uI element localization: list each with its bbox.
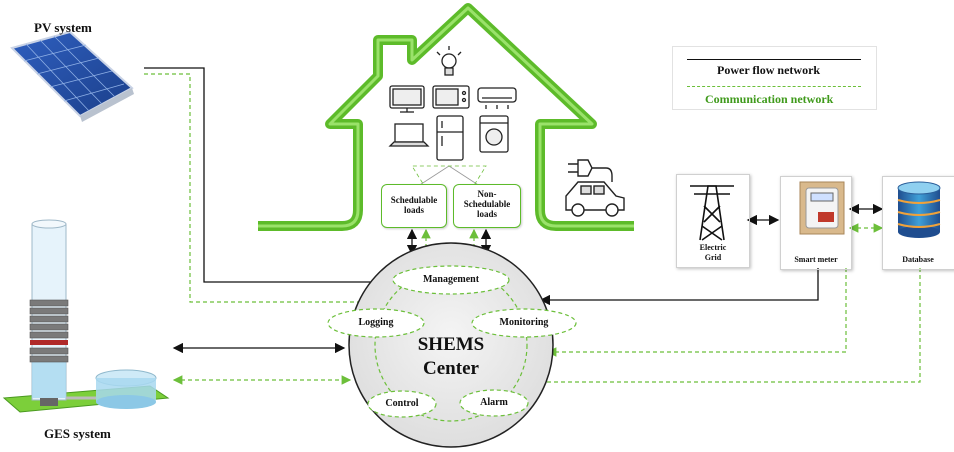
communication-lines — [144, 73, 921, 387]
control-label: Control — [385, 398, 419, 409]
smart-meter-box: Smart meter — [780, 176, 852, 270]
ges-system-label: GES system — [44, 426, 111, 441]
electric-grid-label: Electric Grid — [699, 243, 727, 262]
database-icon — [897, 181, 941, 238]
legend-box: Power flow network Communication network — [672, 46, 877, 110]
smart-meter-label: Smart meter — [794, 255, 838, 264]
logging-label: Logging — [358, 317, 394, 328]
alarm-label: Alarm — [480, 397, 508, 408]
legend-comm-line — [687, 86, 861, 87]
schedulable-loads-label: Schedulable loads — [390, 195, 438, 215]
ev-car-icon — [565, 159, 625, 217]
smart-meter-icon — [799, 181, 845, 235]
pv-system-label: PV system — [34, 20, 92, 35]
microwave-icon — [432, 85, 470, 109]
water-storage-icon — [2, 219, 170, 413]
shems-title-line2: Center — [423, 358, 479, 379]
non-schedulable-loads-label: Non-Schedulable loads — [463, 189, 511, 219]
tv-icon — [389, 85, 425, 113]
monitoring-label: Monitoring — [499, 317, 549, 328]
house-outline — [258, 3, 634, 231]
laptop-icon — [388, 123, 430, 147]
solar-panel-icon — [10, 30, 134, 122]
database-label: Database — [902, 255, 934, 264]
monitoring-module-shape — [471, 308, 577, 338]
fridge-icon — [436, 115, 464, 161]
lamp-icon — [436, 46, 462, 76]
control-module-shape — [367, 390, 437, 418]
legend-power-label: Power flow network — [717, 63, 821, 77]
legend-power-line — [687, 59, 861, 60]
alarm-module-shape — [459, 389, 529, 417]
shems-title-line1: SHEMS — [417, 334, 485, 355]
schedulable-loads-box: Schedulable loads — [381, 184, 447, 228]
non-schedulable-loads-box: Non-Schedulable loads — [453, 184, 521, 228]
management-module-shape — [392, 265, 510, 295]
database-box: Database — [882, 176, 954, 270]
legend-comm-label: Communication network — [705, 92, 834, 106]
washing-machine-icon — [479, 115, 509, 153]
transmission-tower-icon — [690, 185, 734, 241]
logging-module-shape — [327, 308, 425, 338]
air-conditioner-icon — [477, 87, 517, 109]
management-label: Management — [422, 274, 480, 285]
electric-grid-box: Electric Grid — [676, 174, 750, 268]
